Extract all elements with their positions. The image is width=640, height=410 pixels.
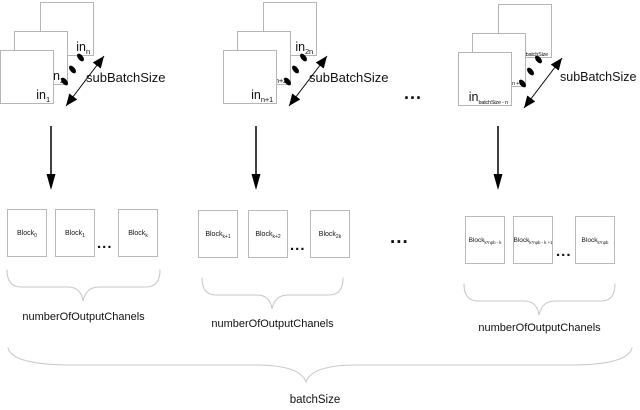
input-square: in1: [0, 50, 54, 104]
input-stack-group-3: inbatchSize inbatchSize - n +1 inbatchSi…: [458, 2, 640, 127]
input-square-label: inbatchSize - n: [468, 90, 508, 106]
block-label: Block1: [65, 229, 85, 239]
block-label: Blockk*npb - k: [468, 236, 502, 245]
block-label: Blockk+2: [255, 230, 281, 240]
block-label: Block0: [17, 229, 37, 239]
input-stack-group-2: in2n inn+2 inn+1 subBatchSize: [223, 0, 418, 125]
input-square-label: inn+1: [251, 88, 273, 104]
input-square-label: inn: [76, 40, 90, 56]
block-label: Blockk: [128, 229, 148, 239]
input-square: inbatchSize - n: [458, 52, 512, 106]
output-channels-label: numberOfOutputChanels: [22, 311, 145, 323]
input-square: inn+1: [223, 50, 277, 104]
block: Block0: [7, 209, 47, 257]
groups-ellipsis: ...: [404, 83, 423, 103]
block: Blockk: [118, 209, 158, 257]
output-channels-brace: [6, 269, 161, 302]
block: Blockk+1: [198, 210, 238, 258]
output-channels-brace: [463, 283, 616, 316]
sub-batch-size-arrow: [65, 55, 105, 107]
input-square-label: in2n: [295, 40, 313, 56]
sub-batch-size-label: subBatchSize: [309, 70, 389, 85]
down-arrow: [251, 126, 261, 190]
down-arrow: [493, 126, 503, 190]
block-label: Blockk*npb - k +1: [513, 236, 553, 245]
blocks-ellipsis: ...: [290, 237, 306, 254]
output-channels-brace: [201, 277, 344, 310]
block-groups-ellipsis: ...: [390, 227, 409, 248]
sub-batch-size-label: subBatchSize: [86, 70, 166, 85]
block-label: Blockk+1: [205, 230, 231, 240]
block: Blockk*npb - k +1: [513, 216, 553, 264]
block: Block1: [55, 209, 95, 257]
sub-batch-size-arrow: [288, 55, 328, 107]
block: Blockk*npb - k: [465, 216, 505, 264]
block: Block2k: [310, 210, 350, 258]
down-arrow: [46, 126, 56, 190]
input-stack-group-1: inn in2 in1 subBatchSize: [0, 0, 195, 125]
sub-batch-size-arrow: [523, 57, 563, 109]
block-label: Block2k: [318, 230, 342, 240]
block: Blockk*npb: [575, 216, 615, 264]
output-channels-label: numberOfOutputChanels: [211, 318, 334, 330]
sub-batch-size-label: subBatchSize: [560, 70, 637, 84]
input-square-label: in1: [36, 88, 50, 104]
block: Blockk+2: [248, 210, 288, 258]
output-channels-label: numberOfOutputChanels: [478, 322, 601, 334]
batch-size-brace: [7, 347, 633, 384]
block-label: Blockk*npb: [581, 236, 609, 245]
blocks-ellipsis: ...: [97, 235, 113, 252]
blocks-ellipsis: ...: [556, 243, 572, 260]
batch-size-label: batchSize: [289, 394, 341, 406]
